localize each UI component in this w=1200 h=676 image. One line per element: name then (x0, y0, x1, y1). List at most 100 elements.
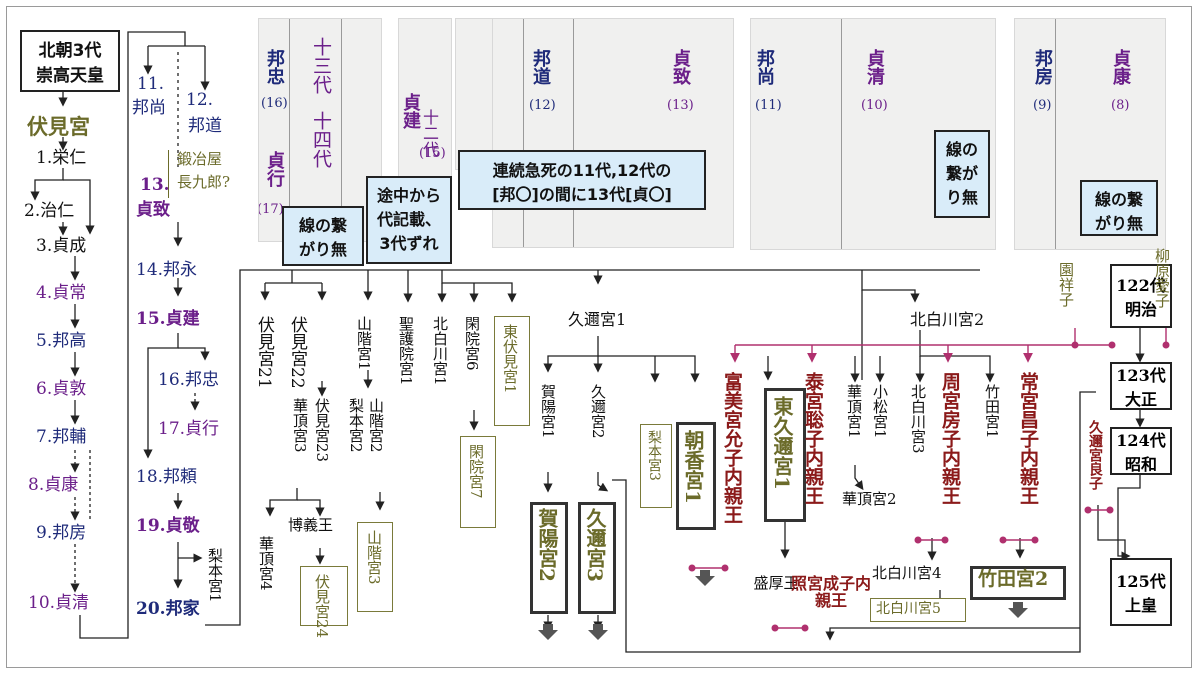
kanin-7-box (460, 436, 496, 528)
lineage-16: 16.邦忠 (158, 370, 220, 390)
shogoin-1: 聖護院宮1 (397, 316, 415, 386)
doc5-num2: (8) (1111, 98, 1130, 113)
fushimi-22: 伏見宮22 (287, 316, 307, 389)
kaya-1: 賀陽宮1 (539, 384, 557, 439)
higashifushimi-1: 東伏見宮1 (501, 324, 519, 394)
kitashirakawa-2: 北白川宮2 (910, 310, 985, 329)
higashikuni-1-box (764, 388, 806, 522)
callout-4-line3: り無 (945, 188, 978, 207)
kanin-7: 閑院宮7 (467, 444, 485, 499)
emperor-124-num: 124代 (1116, 431, 1166, 450)
fushimi-heading: 伏見宮 (27, 114, 90, 139)
doc2-name: 貞建 (400, 93, 421, 129)
kitashirakawa-1: 北白川宮1 (431, 316, 449, 386)
lineage-13-name: 貞致 (136, 200, 170, 220)
callout-shift: 途中から 代記載、 3代ずれ (366, 176, 452, 264)
doc1-era2: 十四代 (310, 111, 332, 168)
tomi-princess: 富美宮允子内親王 (721, 372, 743, 524)
doc2-num: (15) (419, 146, 446, 161)
doc3-name1: 邦道 (530, 49, 551, 85)
callout-1-line2: がり無 (298, 240, 347, 259)
callout-2-line1: 途中から (376, 186, 441, 205)
fushimi-24-box (300, 566, 348, 626)
yamashina-3-box (357, 522, 393, 612)
kacho-3: 華頂宮3 (291, 398, 309, 453)
doc3-num1: (12) (529, 98, 556, 113)
fushimi-23: 伏見宮23 (313, 398, 331, 463)
lineage-11-num: 11. (137, 74, 165, 94)
yamashina-1: 山階宮1 (355, 316, 373, 371)
doc4-name2: 貞清 (864, 49, 885, 85)
document-scan-2b (455, 18, 495, 170)
emperor-124-box: 124代 昭和 (1110, 427, 1172, 475)
lineage-9: 9.邦房 (36, 523, 87, 543)
bracket-note: 鍛冶屋 長九郎? (168, 150, 259, 198)
emperor-122-box: 122代 明治 (1110, 264, 1172, 328)
lineage-8: 8.貞康 (28, 475, 79, 495)
teru-princess: 照宮成子内親王 (790, 574, 871, 610)
emperor-123-box: 123代 大正 (1110, 362, 1172, 410)
doc2-era: 十二代 (420, 109, 439, 157)
takeda-2: 竹田宮2 (978, 568, 1049, 590)
callout-no-line-3: 線の繋 がり無 (1080, 180, 1158, 236)
yamashina-2: 山階宮2 (367, 398, 385, 453)
emperor-125-num: 125代 (1116, 572, 1166, 591)
lineage-19: 19.貞敬 (136, 516, 200, 536)
nashimoto-3: 梨本宮3 (646, 430, 662, 481)
bracket-note-line2: 長九郎? (177, 173, 231, 191)
higashifushimi-1-box (494, 316, 530, 426)
lineage-2: 2.治仁 (24, 201, 75, 221)
callout-4-line2: 繋が (945, 164, 978, 183)
doc3-name2: 貞致 (670, 49, 691, 85)
lineage-10: 10.貞清 (28, 593, 90, 613)
sono-sachiko: 園祥子 (1057, 262, 1075, 307)
emperor-122-name: 明治 (1124, 300, 1157, 319)
doc5-num1: (9) (1033, 98, 1052, 113)
emperor-124-name: 昭和 (1124, 455, 1157, 474)
kitashirakawa-5-box (870, 598, 966, 622)
lineage-14: 14.邦永 (136, 260, 198, 280)
higashikuni-1: 東久邇宮1 (770, 396, 794, 490)
tsune-princess: 常宮昌子内親王 (1017, 372, 1039, 505)
kuni-nagako: 久邇宮良子 (1087, 420, 1103, 490)
kacho-1: 華頂宮1 (845, 384, 863, 439)
lineage-7: 7.邦輔 (36, 427, 87, 447)
kuni-2: 久邇宮2 (589, 384, 607, 439)
lineage-15: 15.貞建 (136, 309, 200, 329)
nashimoto-1: 梨本宮1 (206, 548, 224, 603)
doc4-name1: 邦尚 (754, 49, 775, 85)
callout-no-line-1: 線の繋 がり無 (282, 206, 364, 266)
document-scan-1: 邦忠 (16) 十三代 十四代 貞行 (17) (258, 18, 382, 242)
takeda-1: 竹田宮1 (983, 384, 1001, 439)
callout-2-line2: 代記載、 (376, 210, 441, 229)
lineage-1: 1.栄仁 (36, 148, 87, 168)
diagram-frame (6, 6, 1192, 668)
callout-no-line-2: 線の 繋が り無 (934, 130, 990, 218)
kacho-4: 華頂宮4 (257, 536, 275, 591)
callout-3-line1: 連続急死の11代,12代の (492, 161, 672, 180)
nashimoto-3-box (640, 424, 672, 508)
kacho-2: 華頂宮2 (842, 490, 897, 508)
lineage-11-name: 邦尚 (132, 98, 166, 118)
komatsu-1: 小松宮1 (871, 384, 889, 439)
lineage-12-name: 邦道 (188, 116, 222, 136)
doc5-name1: 邦房 (1032, 49, 1053, 85)
founder-line2: 崇高天皇 (36, 66, 104, 86)
lineage-6: 6.貞敦 (36, 379, 87, 399)
emperor-123-num: 123代 (1116, 366, 1166, 385)
yanagiwara-naruko: 柳原愛子 (1153, 248, 1171, 308)
bracket-note-line1: 鍛冶屋 (177, 150, 223, 168)
emperor-125-box: 125代 上皇 (1110, 558, 1172, 626)
kuni-1: 久邇宮1 (568, 310, 627, 329)
lineage-17: 17.貞行 (158, 419, 220, 439)
morihiro: 盛厚王 (753, 574, 799, 592)
doc3-num2: (13) (667, 98, 694, 113)
kuni-3: 久邇宮3 (583, 508, 607, 582)
lineage-18: 18.邦頼 (136, 467, 198, 487)
kitashirakawa-5: 北白川宮5 (876, 601, 941, 617)
doc1-name1: 邦忠 (264, 49, 285, 85)
doc1-num1: (16) (261, 96, 288, 111)
callout-5-line1: 線の繋 (1094, 190, 1143, 209)
document-scan-2: 十二代 貞建 (15) (398, 18, 452, 180)
asaka-1-box (676, 422, 716, 530)
